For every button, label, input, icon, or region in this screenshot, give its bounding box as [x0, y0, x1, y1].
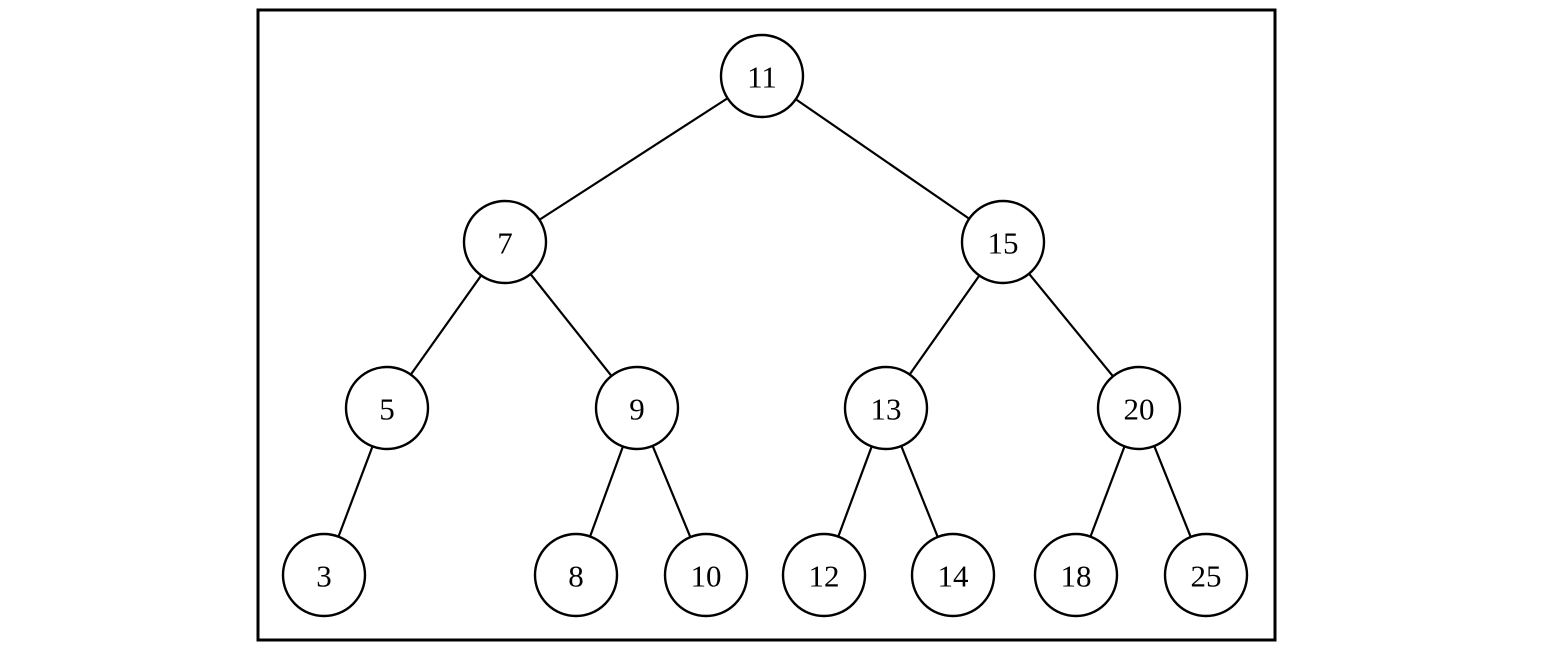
node-label-3: 3: [316, 559, 332, 594]
node-circle-8: [533, 532, 619, 618]
tree-edge-7-5: [409, 274, 483, 376]
node-circle-3: [281, 532, 367, 618]
node-circle-9: [594, 365, 680, 451]
tree-edge-20-25: [1153, 444, 1192, 539]
node-label-13: 13: [871, 392, 902, 427]
node-circle-14: [910, 532, 996, 618]
tree-edge-9-8: [588, 445, 625, 538]
node-label-7: 7: [497, 226, 513, 261]
tree-node-15[interactable]: 15: [960, 199, 1046, 285]
tree-edge-11-15: [794, 98, 971, 220]
tree-node-10[interactable]: 10: [663, 532, 749, 618]
tree-node-9[interactable]: 9: [594, 365, 680, 451]
tree-edge-7-9: [529, 272, 613, 378]
tree-node-20[interactable]: 20: [1096, 365, 1182, 451]
node-circle-7: [462, 199, 548, 285]
tree-edge-15-13: [908, 274, 981, 376]
node-label-14: 14: [938, 559, 970, 594]
node-label-20: 20: [1124, 392, 1155, 427]
node-circle-12: [781, 532, 867, 618]
tree-edge-13-12: [837, 445, 873, 538]
tree-edge-15-20: [1027, 272, 1115, 378]
node-label-12: 12: [809, 559, 840, 594]
node-circle-18: [1033, 532, 1119, 618]
tree-node-13[interactable]: 13: [843, 365, 929, 451]
node-circle-25: [1163, 532, 1249, 618]
node-circle-13: [843, 365, 929, 451]
tree-edge-9-10: [651, 444, 692, 539]
node-circle-11: [719, 33, 805, 119]
node-label-11: 11: [747, 60, 777, 95]
tree-node-8[interactable]: 8: [533, 532, 619, 618]
tree-edge-11-7: [538, 97, 729, 221]
tree-node-3[interactable]: 3: [281, 532, 367, 618]
node-label-9: 9: [629, 392, 645, 427]
tree-edge-13-14: [900, 444, 939, 539]
tree-edge-5-3: [337, 445, 374, 538]
diagram-border: [256, 8, 1277, 642]
tree-node-11[interactable]: 11: [719, 33, 805, 119]
edge-layer: [337, 97, 1192, 539]
tree-node-25[interactable]: 25: [1163, 532, 1249, 618]
node-circle-15: [960, 199, 1046, 285]
node-label-15: 15: [988, 226, 1019, 261]
node-label-10: 10: [691, 559, 722, 594]
node-circle-20: [1096, 365, 1182, 451]
node-label-8: 8: [568, 559, 584, 594]
node-circle-5: [344, 365, 430, 451]
tree-edge-20-18: [1089, 445, 1126, 538]
node-circle-10: [663, 532, 749, 618]
tree-node-12[interactable]: 12: [781, 532, 867, 618]
tree-node-14[interactable]: 14: [910, 532, 996, 618]
tree-node-5[interactable]: 5: [344, 365, 430, 451]
node-label-18: 18: [1061, 559, 1092, 594]
tree-node-7[interactable]: 7: [462, 199, 548, 285]
node-label-5: 5: [379, 392, 395, 427]
tree-node-18[interactable]: 18: [1033, 532, 1119, 618]
node-label-25: 25: [1191, 559, 1222, 594]
node-layer: 11 7 15 5 9 13 20 3 8 10 12 14 18 25: [281, 33, 1249, 618]
